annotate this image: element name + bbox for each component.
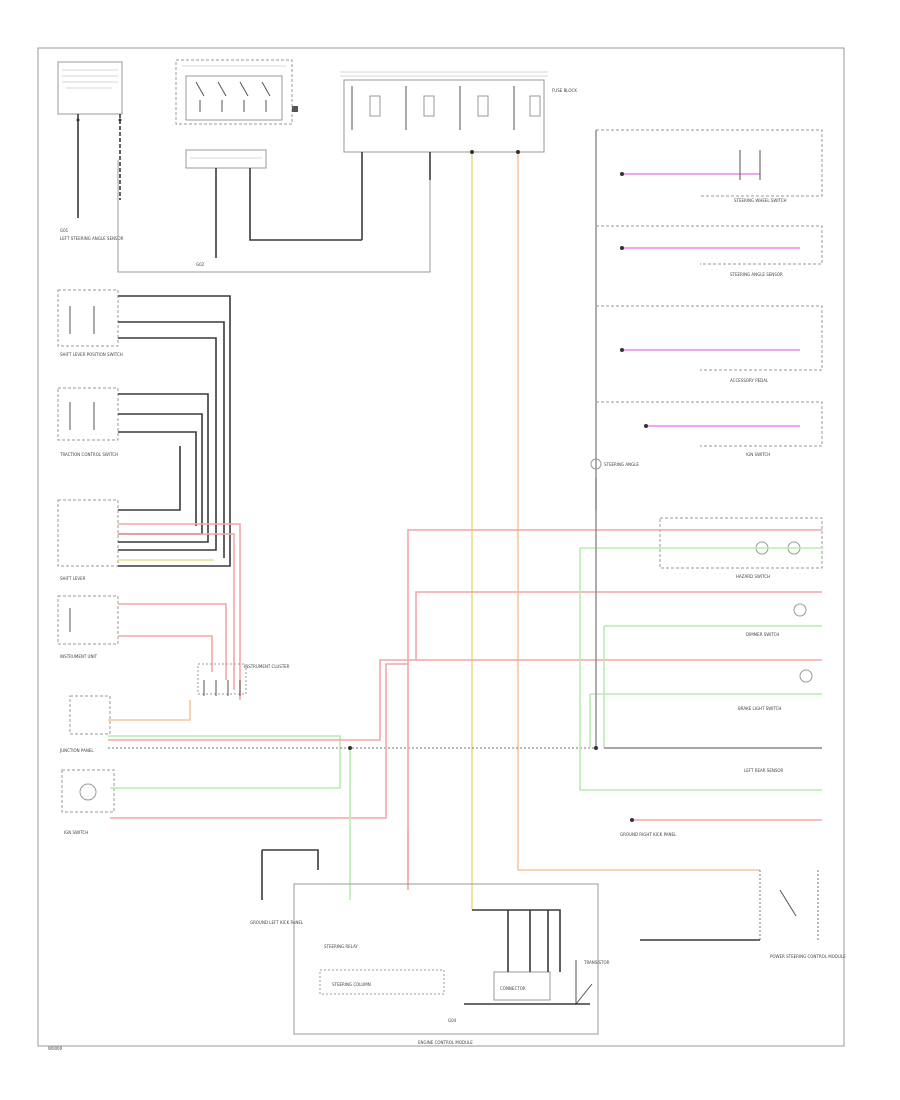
fuse-box: FUSE BLOCK (340, 71, 760, 910)
ground-right-label: GROUND RIGHT KICK PANEL (620, 832, 677, 837)
steering-angle-label: LEFT STEERING ANGLE SENSOR (60, 236, 124, 241)
left-rear-sensor-label: LEFT REAR SENSOR (744, 768, 784, 773)
steering-wheel-switch-label: STEERING WHEEL SWITCH (734, 198, 787, 203)
power-steering: POWER STEERING CONTROL MODULE (640, 870, 846, 959)
left-switch-stack: SHIFT LEVER POSITION SWITCH TRACTION CON… (57, 289, 123, 835)
junction-panel-label: JUNCTION PANEL (59, 748, 94, 753)
right-switches: HAZARD SWITCH DIMMER SWITCH BRAKE LIGHT … (659, 517, 823, 773)
left-red-wires: INSTRUMENT CLUSTER (108, 523, 822, 880)
hazard-switch-label: HAZARD SWITCH (736, 574, 770, 579)
svg-text:G01: G01 (60, 228, 69, 233)
power-steering-label: POWER STEERING CONTROL MODULE (770, 954, 846, 959)
dimmer-switch-label: DIMMER SWITCH (746, 632, 779, 637)
center-connector (197, 663, 247, 696)
left-harness (118, 295, 231, 567)
shift-lever-position-label: SHIFT LEVER POSITION SWITCH (60, 352, 123, 357)
diagram-frame (37, 47, 845, 1047)
relay-box: G02 (175, 59, 362, 267)
ign-switch-label: IGN SWITCH (64, 830, 88, 835)
traction-switch-label: TRACTION CONTROL SWITCH (59, 452, 118, 457)
top-left-sensor: G01 LEFT STEERING ANGLE SENSOR (57, 61, 124, 241)
svg-text:G04: G04 (448, 1018, 457, 1023)
steering-angle-right-label: STEERING ANGLE SENSOR (730, 272, 783, 277)
svg-text:STEERING ANGLE: STEERING ANGLE (604, 462, 639, 467)
steering-column-label: STEERING COLUMN (332, 982, 371, 987)
right-green-wires: GROUND RIGHT KICK PANEL (579, 510, 822, 837)
instrument-unit-label: INSTRUMENT UNIT (60, 654, 98, 659)
shift-lever-label: SHIFT LEVER (60, 576, 86, 581)
connector-bottom-label: CONNECTOR (500, 986, 526, 991)
steering-switch-stack: STEERING WHEEL SWITCH STEERING ANGLE SEN… (590, 129, 823, 510)
accessory-pedal-label: ACCESSORY PEDAL (730, 378, 769, 383)
steering-relay-label: STEERING RELAY (324, 944, 358, 949)
svg-text:G02: G02 (196, 262, 205, 267)
bottom-module: GROUND LEFT KICK PANEL STEERING RELAY ST… (250, 849, 610, 1045)
transistor-label: TRANSISTOR (583, 960, 610, 965)
footer-code: W0000 (48, 1046, 63, 1051)
fuse-block-label: FUSE BLOCK (552, 88, 577, 93)
engine-module-label: ENGINE CONTROL MODULE (418, 1040, 473, 1045)
brake-light-label: BRAKE LIGHT SWITCH (738, 706, 781, 711)
ign-switch-label-right: IGN SWITCH (746, 452, 770, 457)
ground-left-label: GROUND LEFT KICK PANEL (250, 920, 304, 925)
instrument-cluster-label: INSTRUMENT CLUSTER (244, 664, 290, 669)
